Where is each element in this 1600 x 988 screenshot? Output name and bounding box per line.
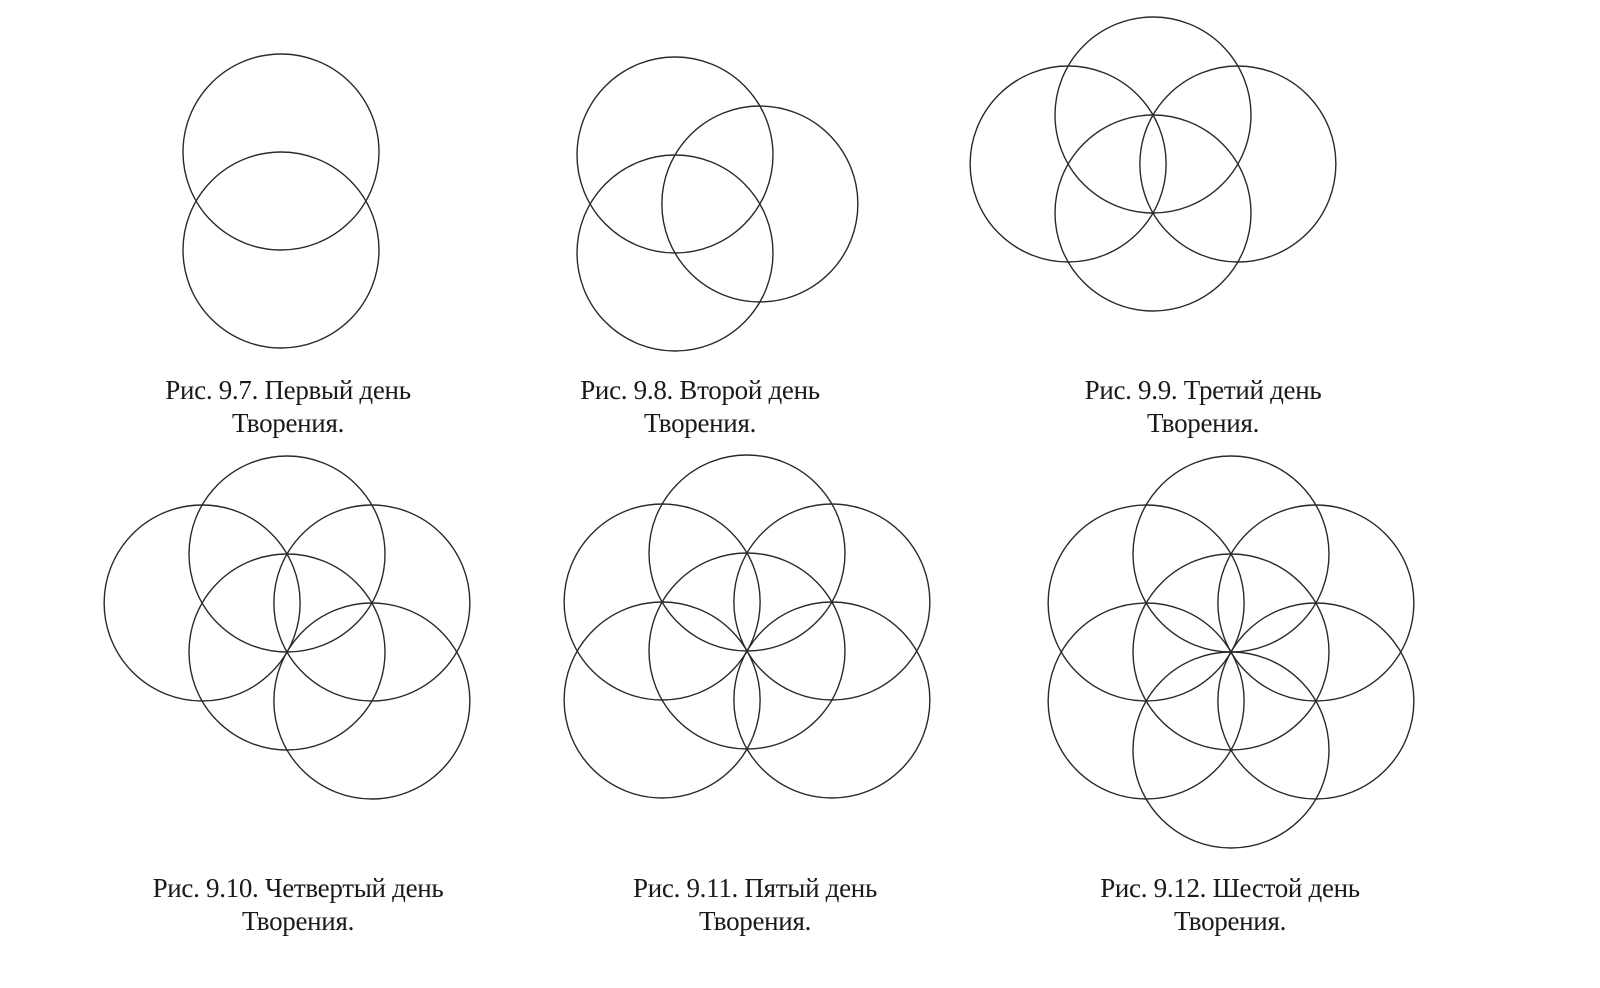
figure-day-3: [969, 16, 1337, 312]
figure-day-5: [563, 454, 931, 799]
circle: [563, 601, 761, 799]
caption-subtitle: Творения.: [698, 906, 812, 936]
circle: [103, 504, 301, 702]
circle: [273, 602, 471, 800]
circle: [182, 151, 380, 349]
caption-figure-9-11: Рис. 9.11. Пятый день Творения.: [575, 872, 935, 938]
circle: [273, 504, 471, 702]
caption-title: Рис. 9.8. Второй день: [580, 375, 820, 405]
circle: [1139, 65, 1337, 263]
figure-day-6: [1047, 455, 1415, 849]
caption-subtitle: Творения.: [643, 408, 757, 438]
caption-figure-9-10: Рис. 9.10. Четвертый день Творения.: [118, 872, 478, 938]
caption-figure-9-8: Рис. 9.8. Второй день Творения.: [520, 374, 880, 440]
caption-title: Рис. 9.12. Шестой день: [1100, 873, 1360, 903]
circle: [563, 503, 761, 701]
circle: [661, 105, 859, 303]
circle: [1132, 651, 1330, 849]
circle: [733, 503, 931, 701]
caption-figure-9-7: Рис. 9.7. Первый день Творения.: [108, 374, 468, 440]
figure-day-1: [182, 53, 380, 349]
circle: [733, 601, 931, 799]
circle: [969, 65, 1167, 263]
caption-title: Рис. 9.11. Пятый день: [633, 873, 877, 903]
caption-subtitle: Творения.: [241, 906, 355, 936]
caption-figure-9-9: Рис. 9.9. Третий день Творения.: [1023, 374, 1383, 440]
caption-title: Рис. 9.7. Первый день: [165, 375, 411, 405]
circle: [182, 53, 380, 251]
caption-subtitle: Творения.: [1173, 906, 1287, 936]
figure-day-4: [103, 455, 471, 800]
caption-title: Рис. 9.10. Четвертый день: [152, 873, 444, 903]
caption-subtitle: Творения.: [1146, 408, 1260, 438]
caption-title: Рис. 9.9. Третий день: [1084, 375, 1322, 405]
caption-subtitle: Творения.: [231, 408, 345, 438]
figure-day-2: [576, 56, 859, 352]
caption-figure-9-12: Рис. 9.12. Шестой день Творения.: [1050, 872, 1410, 938]
